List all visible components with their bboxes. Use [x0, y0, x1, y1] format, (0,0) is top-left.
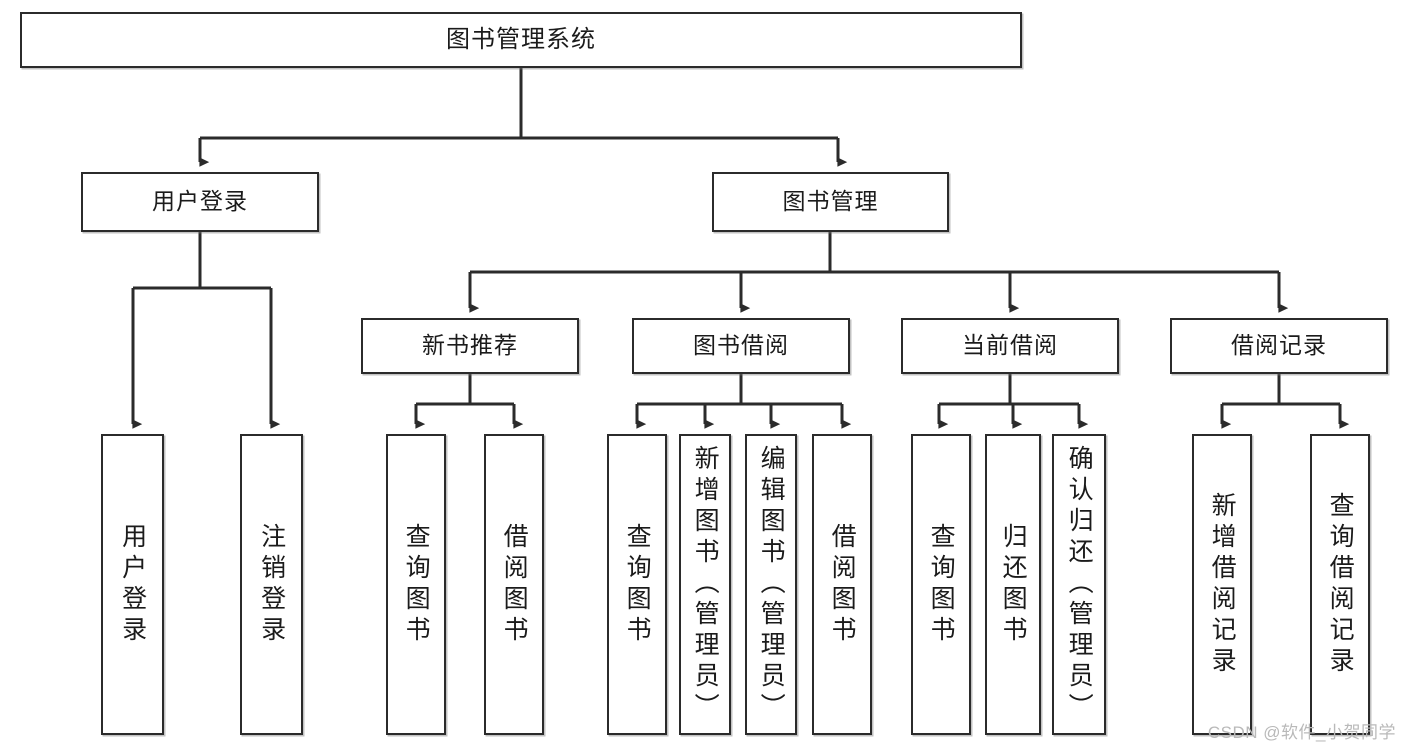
- node-leaf-logout[interactable]: 注销登录: [240, 434, 303, 735]
- node-label: 图书管理: [782, 188, 879, 215]
- node-label: 查询图书: [623, 522, 652, 647]
- node-label: 图书借阅: [693, 332, 789, 359]
- node-label: 新增借阅记录: [1208, 491, 1237, 678]
- node-new-book-recommend[interactable]: 新书推荐: [361, 318, 579, 374]
- node-leaf-return-book[interactable]: 归还图书: [985, 434, 1041, 735]
- csdn-watermark: CSDN @软件_小贺同学: [1207, 723, 1396, 742]
- node-user-login[interactable]: 用户登录: [81, 172, 319, 232]
- node-book-borrow[interactable]: 图书借阅: [632, 318, 850, 374]
- node-leaf-add-book-admin[interactable]: 新增图书（管理员）: [679, 434, 731, 735]
- node-label: 图书管理系统: [446, 25, 596, 53]
- node-leaf-borrow-book-2[interactable]: 借阅图书: [812, 434, 872, 735]
- node-leaf-user-login[interactable]: 用户登录: [101, 434, 164, 735]
- node-label: 查询借阅记录: [1326, 491, 1355, 678]
- node-label: 新书推荐: [422, 332, 518, 359]
- node-label: 借阅图书: [500, 522, 529, 647]
- node-label: 借阅图书: [828, 522, 857, 647]
- node-root-system[interactable]: 图书管理系统: [20, 12, 1022, 68]
- node-label: 借阅记录: [1231, 332, 1327, 359]
- node-leaf-borrow-book-1[interactable]: 借阅图书: [484, 434, 544, 735]
- node-label: 注销登录: [257, 522, 286, 647]
- node-label: 确认归还（管理员）: [1065, 445, 1094, 724]
- node-label: 当前借阅: [962, 332, 1058, 359]
- node-book-management[interactable]: 图书管理: [712, 172, 949, 232]
- node-label: 用户登录: [152, 188, 248, 215]
- node-current-borrow[interactable]: 当前借阅: [901, 318, 1119, 374]
- node-leaf-edit-book-admin[interactable]: 编辑图书（管理员）: [745, 434, 797, 735]
- node-borrow-record[interactable]: 借阅记录: [1170, 318, 1388, 374]
- node-leaf-confirm-return-admin[interactable]: 确认归还（管理员）: [1052, 434, 1106, 735]
- node-label: 归还图书: [999, 522, 1028, 647]
- node-label: 用户登录: [118, 522, 147, 647]
- node-leaf-query-book-3[interactable]: 查询图书: [911, 434, 971, 735]
- node-leaf-query-book-1[interactable]: 查询图书: [386, 434, 446, 735]
- node-label: 新增图书（管理员）: [691, 445, 720, 724]
- node-label: 编辑图书（管理员）: [757, 445, 786, 724]
- node-leaf-query-borrow-record[interactable]: 查询借阅记录: [1310, 434, 1370, 735]
- node-leaf-add-borrow-record[interactable]: 新增借阅记录: [1192, 434, 1252, 735]
- node-label: 查询图书: [927, 522, 956, 647]
- node-leaf-query-book-2[interactable]: 查询图书: [607, 434, 667, 735]
- node-label: 查询图书: [402, 522, 431, 647]
